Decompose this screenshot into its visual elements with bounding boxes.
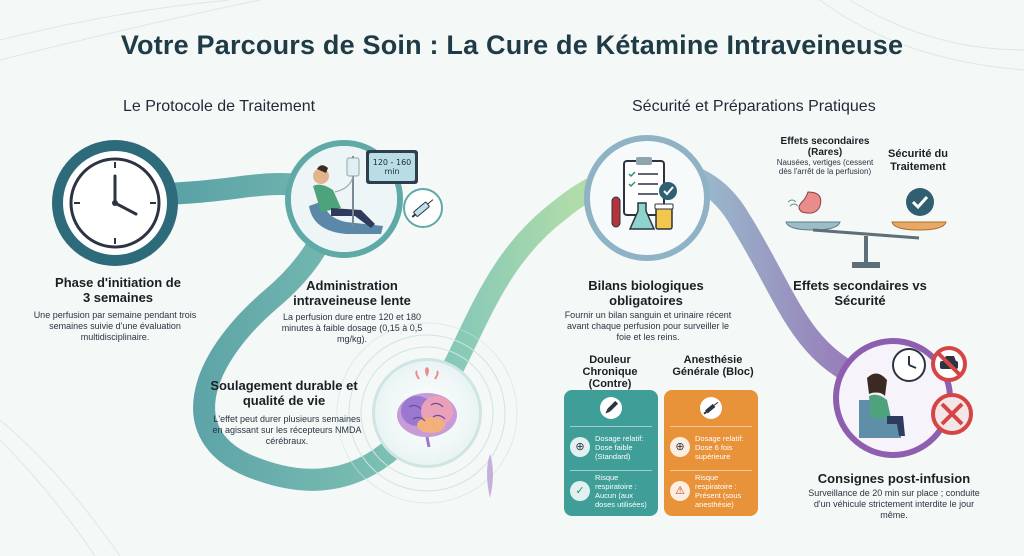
anesthesia-dose-text: Dosage relatif: Dose 6 fois supérieure bbox=[695, 433, 744, 461]
no-driving-icon bbox=[931, 346, 967, 382]
syringe-small-icon: ⊕ bbox=[570, 437, 590, 457]
lab-desc: Fournir un bilan sanguin et urinaire réc… bbox=[564, 310, 732, 342]
timer-icon bbox=[908, 356, 917, 369]
page-title: Votre Parcours de Soin : La Cure de Kéta… bbox=[120, 30, 904, 60]
monitor-text: 120 - 160 min bbox=[369, 153, 415, 181]
shield-check-icon: ✓ bbox=[570, 481, 590, 501]
syringe-icon bbox=[411, 199, 434, 218]
chronic-pain-title-text: Douleur Chronique (Contre) bbox=[582, 354, 638, 390]
dropper-icon bbox=[600, 397, 622, 419]
infusion-node bbox=[285, 140, 403, 258]
chronic-pain-card: ⊕ Dosage relatif: Dose faible (Standard)… bbox=[564, 390, 658, 516]
step-2-desc: La perfusion dure entre 120 et 180 minut… bbox=[281, 312, 423, 344]
anesthesia-title-text: Anesthésie Générale (Bloc) bbox=[672, 354, 754, 378]
clock-node bbox=[52, 140, 178, 266]
chronic-risk-text: Risque respiratoire : Aucun (aux doses u… bbox=[595, 473, 647, 509]
step-3-desc: L'effet peut durer plusieurs semaines en… bbox=[212, 414, 362, 446]
brain-icon bbox=[397, 367, 457, 448]
syringe-bubble bbox=[403, 188, 443, 228]
anesthesia-risk-text: Risque respiratoire : Présent (sous anes… bbox=[695, 473, 742, 509]
step-1-title: Phase d'initiation de 3 semaines bbox=[55, 275, 181, 305]
syringe-small-icon: ⊕ bbox=[670, 437, 690, 457]
warning-icon: ⚠ bbox=[670, 481, 690, 501]
chronic-risk-row: ✓ Risque respiratoire : Aucun (aux doses… bbox=[570, 473, 652, 509]
side-effects-label: Effets secondaires (Rares) bbox=[780, 136, 870, 158]
balance-title: Effets secondaires vs Sécurité bbox=[793, 278, 927, 308]
post-desc: Surveillance de 20 min sur place ; condu… bbox=[808, 488, 980, 520]
scale-icon bbox=[785, 188, 947, 268]
clock-bubble bbox=[892, 348, 926, 382]
brain-node bbox=[372, 358, 482, 468]
chronic-dose-text: Dosage relatif: Dose faible (Standard) bbox=[595, 433, 644, 461]
anesthesia-risk-row: ⚠ Risque respiratoire : Présent (sous an… bbox=[670, 473, 752, 509]
chronic-dose-row: ⊕ Dosage relatif: Dose faible (Standard) bbox=[570, 430, 652, 464]
patient-resting-icon bbox=[859, 373, 905, 438]
lab-tests-icon bbox=[611, 157, 677, 230]
syringe-card-icon bbox=[700, 397, 722, 419]
anesthesia-title: Anesthésie Générale (Bloc) bbox=[668, 354, 758, 378]
time-monitor: 120 - 160 min bbox=[366, 150, 418, 184]
anesthesia-card: ⊕ Dosage relatif: Dose 6 fois supérieure… bbox=[664, 390, 758, 516]
chronic-pain-title: Douleur Chronique (Contre) bbox=[565, 354, 655, 390]
lab-node bbox=[584, 135, 710, 261]
flame-decoration bbox=[487, 454, 493, 498]
safety-label: Sécurité du Traitement bbox=[888, 148, 948, 173]
post-title: Consignes post-infusion bbox=[817, 471, 971, 486]
anesthesia-dose-row: ⊕ Dosage relatif: Dose 6 fois supérieure bbox=[670, 430, 752, 464]
step-2-title: Administration intraveineuse lente bbox=[293, 278, 411, 308]
safety-heading: Sécurité et Préparations Pratiques bbox=[632, 98, 876, 115]
lab-title: Bilans biologiques obligatoires bbox=[588, 278, 704, 308]
prohibited-icon bbox=[931, 393, 973, 435]
protocol-heading: Le Protocole de Traitement bbox=[123, 98, 316, 115]
clock-icon bbox=[63, 151, 167, 255]
side-effects-desc: Nausées, vertiges (cessent dès l'arrêt d… bbox=[776, 158, 874, 176]
step-3-title: Soulagement durable et qualité de vie bbox=[210, 378, 358, 408]
step-1-desc: Une perfusion par semaine pendant trois … bbox=[33, 310, 197, 342]
